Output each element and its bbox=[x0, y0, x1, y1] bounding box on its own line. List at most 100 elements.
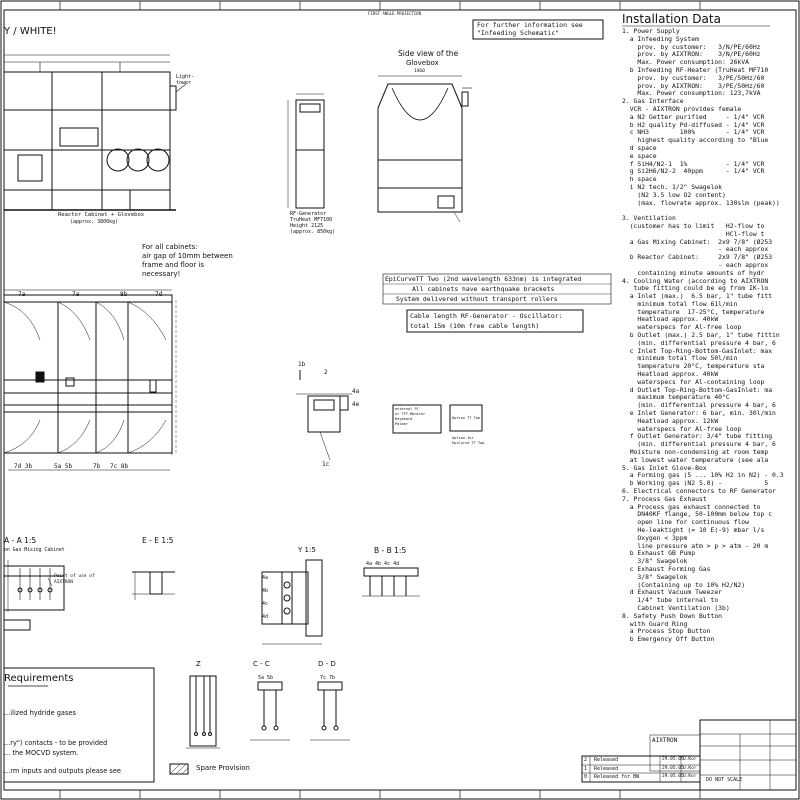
install-line: Moisture non-condensing at room temp bbox=[622, 448, 769, 457]
section-a-subtitle: on Gas Mixing Cabinet bbox=[4, 548, 65, 553]
plan-label: 4e bbox=[352, 401, 360, 408]
cabinet-note-3: frame and floor is bbox=[142, 261, 205, 269]
install-line: a Gas Mixing Cabinet: 2x9 7/8" (Ø253 bbox=[622, 237, 773, 246]
rf-generator-plan bbox=[296, 370, 352, 461]
install-line: Max. Power consumption: 123,7kVA bbox=[622, 89, 761, 98]
spare-provision-label: Spare Provision bbox=[196, 764, 250, 772]
plan-label: 8b bbox=[120, 291, 128, 298]
plan-label: 4a bbox=[352, 388, 360, 395]
install-line: 3/8" Swagelok bbox=[622, 572, 688, 581]
plan-label: 7d bbox=[155, 291, 163, 298]
install-line: temperature 17-25°C, temperature bbox=[622, 307, 765, 316]
note-epicurve: EpiCurveTT Two (2nd wavelength 633nm) is… bbox=[385, 275, 582, 283]
install-line: 4. Cooling Water (according to AIXTRON bbox=[622, 276, 769, 285]
install-line: 6. Electrical connectors to RF Generator bbox=[622, 487, 776, 496]
plan-label: 7a bbox=[72, 291, 80, 298]
install-line: d space bbox=[622, 143, 657, 152]
install-line: tube fitting could be eg from IK-lo bbox=[622, 284, 769, 293]
requirements-line: ... the MOCVD system. bbox=[4, 749, 79, 757]
install-data-list: 1. Power Supply a Infeeding System prov.… bbox=[622, 28, 800, 644]
plan-label: 2 bbox=[324, 369, 328, 376]
install-line: Max. Power consumption: 26kVA bbox=[622, 58, 749, 67]
install-line: - each approx bbox=[622, 260, 769, 269]
install-line: a Process Stop Button bbox=[622, 627, 711, 636]
title-block bbox=[649, 719, 797, 791]
install-line: b Working gas (N2 5.0) - 5 bbox=[622, 479, 769, 488]
install-line: line pressure atm > p > atm - 20 m bbox=[622, 541, 769, 550]
color-note: Y / WHITE! bbox=[4, 26, 57, 37]
install-line: Cabinet Ventilation (3b) bbox=[622, 603, 730, 612]
install-line: b Outlet (max.) 2.5 bar, 1" tube fittin bbox=[622, 331, 780, 340]
install-line: c NH3 100% - 1/4" VCR bbox=[622, 128, 765, 137]
install-line: (min. differential pressure 4 bar, 6 bbox=[622, 338, 776, 347]
install-line: highest quality according to "Blue bbox=[622, 136, 769, 145]
revision-row-by: U.Kor bbox=[683, 757, 697, 762]
cable-note-2: total 15m (10m free cable length) bbox=[410, 322, 540, 330]
cable-length-box bbox=[406, 309, 584, 333]
note-earthquake: All cabinets have earthquake brackets bbox=[412, 285, 555, 293]
projection-label: FIRST ANGLE PROJECTION bbox=[368, 11, 421, 16]
install-line: c Exhaust Forming Gas bbox=[622, 564, 711, 573]
revision-row-by: U.Kor bbox=[683, 774, 697, 779]
revision-row-date: 29.05.05 bbox=[662, 774, 684, 779]
requirements-line: ...ilized hydride gases bbox=[4, 709, 76, 717]
cabinet-note-4: necessary! bbox=[142, 270, 181, 278]
install-line: b H2 quality Pd-diffused - 1/4" VCR bbox=[622, 120, 765, 129]
install-line: (N2 3.5 low O2 content) bbox=[622, 190, 726, 199]
install-line: open line for continuous flow bbox=[622, 518, 749, 527]
section-b-tags: 4a 4b 4c 4d bbox=[366, 561, 400, 567]
install-line: i N2 tech. 1/2" Swagelok bbox=[622, 182, 723, 191]
plan-label: 7a bbox=[18, 291, 26, 298]
install-line: h space bbox=[622, 175, 657, 184]
section-c-tags: 5a 5b bbox=[258, 675, 274, 681]
title-block-company: AIXTRON bbox=[652, 737, 678, 744]
front-view bbox=[3, 54, 187, 211]
install-line: containing minute amounts of hydr bbox=[622, 268, 765, 277]
note-rollers: System delivered without transport rolle… bbox=[396, 295, 558, 303]
front-view-weight: (approx. 3800kg) bbox=[70, 219, 119, 225]
install-line: b Exhaust GB Pump bbox=[622, 549, 696, 558]
revision-row-no: 0 bbox=[584, 774, 588, 780]
install-line: a Forming gas (5 ... 10% H2 in N2) - 0.3 bbox=[622, 471, 784, 480]
install-line: 5. Gas Inlet Glove-Box bbox=[622, 463, 707, 472]
install-line: b Emergency Off Button bbox=[622, 635, 715, 644]
spare-swatch bbox=[169, 763, 189, 775]
install-line: prov. by customer: 3/PE/50Hz/60 bbox=[622, 73, 765, 82]
install-line: 1/4" tube internal to bbox=[622, 596, 719, 605]
install-line: waterspecs for Al-free loop bbox=[622, 323, 742, 332]
further-info-line-1: For further information see bbox=[477, 21, 583, 29]
install-line: e space bbox=[622, 151, 657, 160]
side-view-subtitle: Glovebox bbox=[406, 59, 439, 67]
install-line: d Exhaust Vacuum Tweezer bbox=[622, 588, 723, 597]
title-block-scale: DO NOT SCALE bbox=[706, 777, 743, 783]
install-line: c Inlet Top-Ring-Bottom-GasInlet: max bbox=[622, 346, 773, 355]
install-line: Heatload approx. 12kW bbox=[622, 416, 719, 425]
install-line: He-leaktight (= 10 E(-9) mbar l/s bbox=[622, 526, 765, 534]
further-info-box bbox=[472, 19, 604, 40]
install-line: a Infeeding System bbox=[622, 34, 699, 43]
revision-row-text: Released bbox=[594, 757, 619, 763]
rf-generator-caption: RF-Generator TruHeat MF7100 Height 2125 … bbox=[290, 211, 336, 235]
cabinet-note-2: air gap of 10mm between bbox=[142, 252, 233, 260]
revision-row-date: 29.05.05 bbox=[662, 766, 684, 771]
option-box-label: Option TT Two bbox=[452, 416, 481, 420]
install-line: temperature 20°C, temperature sta bbox=[622, 362, 765, 371]
install-line: a N2 Getter purified - 1/4" VCR bbox=[622, 112, 765, 121]
revision-row-by: U.Kor bbox=[683, 766, 697, 771]
install-line: 1. Power Supply bbox=[622, 28, 680, 35]
revision-row-no: 1 bbox=[584, 766, 588, 772]
install-line: 3. Ventilation bbox=[622, 214, 676, 223]
install-line: 7. Process Gas Exhaust bbox=[622, 494, 707, 503]
install-line: 3/8" Swagelok bbox=[622, 557, 688, 566]
install-line: 2. Gas Interface bbox=[622, 97, 684, 106]
frame-ticks bbox=[59, 1, 701, 799]
install-line: (customer has to limit H2-flow to bbox=[622, 221, 765, 230]
pc-box bbox=[392, 404, 442, 434]
install-line: waterspecs for Al-free loop bbox=[622, 424, 742, 433]
requirements-title: Requirements bbox=[4, 673, 74, 684]
option-box bbox=[449, 404, 483, 432]
install-line: - each approx bbox=[622, 245, 769, 254]
rf-generator-view bbox=[287, 93, 325, 209]
install-line: (min. differential pressure 4 bar, 6 bbox=[622, 440, 776, 449]
